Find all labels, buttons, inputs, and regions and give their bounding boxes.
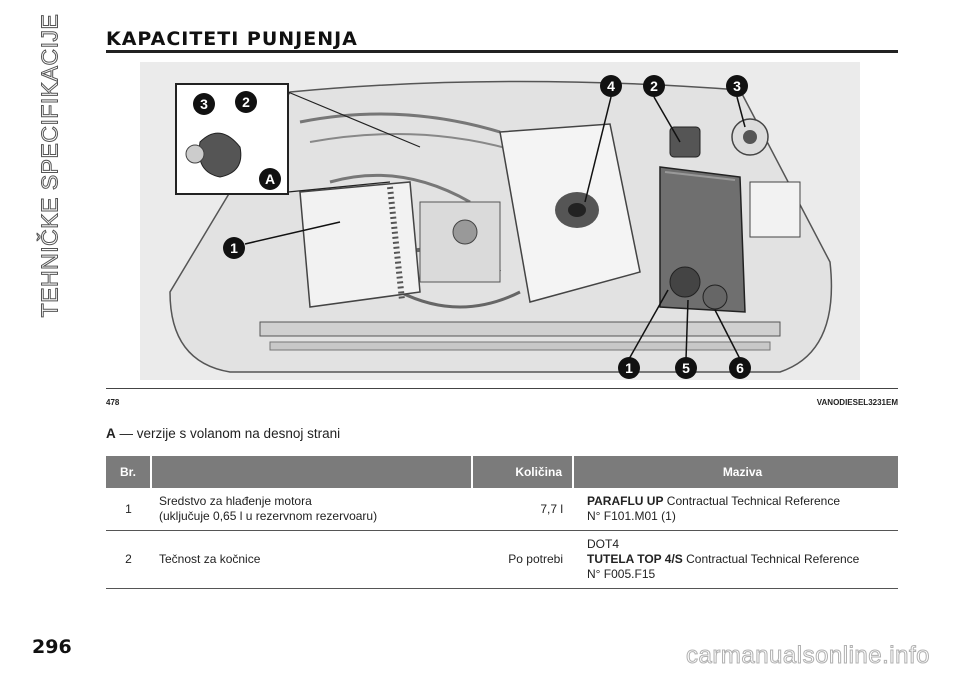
row-quantity: 7,7 l xyxy=(472,488,573,531)
figure-code: VANODIESEL3231EM xyxy=(816,398,898,407)
title-divider xyxy=(106,50,898,53)
svg-text:1: 1 xyxy=(625,360,633,376)
inset-callout-3: 3 xyxy=(193,93,215,115)
lubricant-code: N° F005.F15 xyxy=(587,567,656,581)
legend-text: — verzije s volanom na desnoj strani xyxy=(115,426,341,441)
row-quantity: Po potrebi xyxy=(472,530,573,589)
callout-4: 4 xyxy=(600,75,622,97)
engine-bay-figure: 1 4 2 3 1 5 6 3 xyxy=(140,62,860,380)
row-desc: Tečnost za kočnice xyxy=(151,530,472,589)
lubricant-reference: Contractual Technical Reference xyxy=(666,494,841,508)
watermark: carmanualsonline.info xyxy=(686,642,930,670)
row-desc-line1: Sredstvo za hlađenje motora xyxy=(159,494,312,508)
row-desc-line2: (uključuje 0,65 l u rezervnom rezervoaru… xyxy=(159,509,378,523)
header-quantity: Količina xyxy=(472,456,574,488)
section-side-label: TEHNIČKE SPECIFIKACIJE xyxy=(20,13,80,318)
table-header-row: Br. Količina Maziva xyxy=(106,456,898,488)
figure-divider xyxy=(106,388,898,389)
row-lubricant: PARAFLU UP Contractual Technical Referen… xyxy=(573,488,898,531)
row-desc-line1: Tečnost za kočnice xyxy=(159,552,261,566)
callout-2: 2 xyxy=(643,75,665,97)
header-desc xyxy=(151,456,473,488)
callout-3: 3 xyxy=(726,75,748,97)
engine-bay-illustration: 1 4 2 3 1 5 6 3 xyxy=(140,62,860,380)
callout-1-left: 1 xyxy=(223,237,245,259)
svg-text:A: A xyxy=(265,171,275,187)
row-no: 1 xyxy=(106,488,151,531)
inset-callout-a: A xyxy=(259,168,281,190)
svg-text:3: 3 xyxy=(200,96,208,112)
svg-text:5: 5 xyxy=(682,360,690,376)
section-side-label-text: TEHNIČKE SPECIFIKACIJE xyxy=(36,13,63,318)
legend-key: A xyxy=(106,426,116,441)
lubricant-spec: DOT4 xyxy=(587,537,620,551)
page-title: KAPACITETI PUNJENJA xyxy=(106,28,358,50)
svg-text:4: 4 xyxy=(607,78,615,94)
svg-text:3: 3 xyxy=(733,78,741,94)
callout-6: 6 xyxy=(729,357,751,379)
callout-1-bottom: 1 xyxy=(618,357,640,379)
lubricant-brand: PARAFLU UP xyxy=(587,494,664,508)
header-no: Br. xyxy=(106,456,152,488)
svg-text:6: 6 xyxy=(736,360,744,376)
row-no: 2 xyxy=(106,530,151,589)
page-number: 296 xyxy=(32,636,72,658)
svg-text:2: 2 xyxy=(242,94,250,110)
inset-callout-2: 2 xyxy=(235,91,257,113)
callout-5: 5 xyxy=(675,357,697,379)
lubricant-code: N° F101.M01 (1) xyxy=(587,509,676,523)
row-lubricant: DOT4 TUTELA TOP 4/S Contractual Technica… xyxy=(573,530,898,589)
row-desc: Sredstvo za hlađenje motora (uključuje 0… xyxy=(151,488,472,531)
svg-text:2: 2 xyxy=(650,78,658,94)
table-row: 2 Tečnost za kočnice Po potrebi DOT4 TUT… xyxy=(106,530,898,589)
table-row: 1 Sredstvo za hlađenje motora (uključuje… xyxy=(106,488,898,531)
svg-text:1: 1 xyxy=(230,240,238,256)
header-lubricants: Maziva xyxy=(573,456,898,488)
figure-number: 478 xyxy=(106,398,120,407)
lubricant-brand: TUTELA TOP 4/S xyxy=(587,552,683,566)
lubricant-reference: Contractual Technical Reference xyxy=(686,552,860,566)
capacities-table: Br. Količina Maziva 1 Sredstvo za hlađen… xyxy=(106,456,898,589)
figure-legend: A — verzije s volanom na desnoj strani xyxy=(106,426,340,441)
